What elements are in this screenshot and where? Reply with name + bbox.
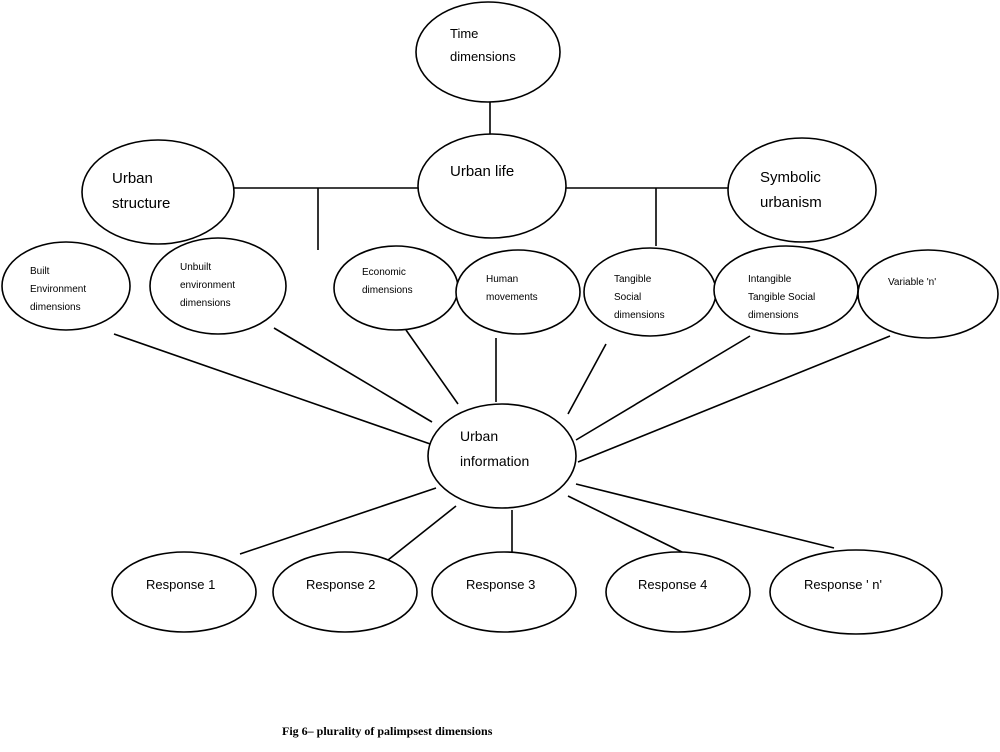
node-symbolic-urbanism: Symbolic urbanism bbox=[727, 137, 877, 243]
connector-built-to-info bbox=[113, 333, 437, 447]
node-urban-life-label: Urban life bbox=[450, 163, 514, 180]
node-urban-structure-label: Urban structure bbox=[112, 170, 170, 212]
node-variable-n-label: Variable 'n' bbox=[888, 277, 936, 288]
node-response-3-label: Response 3 bbox=[466, 577, 535, 592]
node-response-2-label: Response 2 bbox=[306, 577, 375, 592]
connector-tangible-to-info bbox=[567, 343, 607, 415]
node-urban-structure: Urban structure bbox=[81, 139, 235, 245]
node-intangible-social-label: Intangible Tangible Social dimensions bbox=[748, 274, 818, 321]
connector-economic-to-info bbox=[405, 329, 459, 405]
node-built-environment-label: Built Environment dimensions bbox=[30, 266, 89, 313]
connector-unbuilt-to-info bbox=[273, 327, 433, 423]
node-response-1: Response 1 bbox=[111, 551, 257, 633]
node-economic-dimensions-label: Economic dimensions bbox=[362, 267, 413, 296]
node-response-4: Response 4 bbox=[605, 551, 751, 633]
connector-intangible-to-info bbox=[575, 335, 751, 441]
connector-info-to-response-2 bbox=[387, 505, 457, 561]
node-unbuilt-environment-dimensions: Unbuilt environment dimensions bbox=[149, 237, 287, 335]
node-response-n-label: Response ' n' bbox=[804, 577, 882, 592]
connector-info-to-response-4 bbox=[567, 495, 687, 555]
figure-caption: Fig 6– plurality of palimpsest dimension… bbox=[282, 724, 493, 738]
node-human-movements: Human movements bbox=[455, 249, 581, 335]
node-human-movements-label: Human movements bbox=[486, 274, 538, 303]
node-response-4-label: Response 4 bbox=[638, 577, 707, 592]
node-built-environment-dimensions: Built Environment dimensions bbox=[1, 241, 131, 331]
node-tangible-social-dimensions: Tangible Social dimensions bbox=[583, 247, 717, 337]
node-variable-n: Variable 'n' bbox=[857, 249, 999, 339]
node-response-2: Response 2 bbox=[272, 551, 418, 633]
node-urban-information: Urban information bbox=[427, 403, 577, 509]
node-time-dimensions: Time dimensions bbox=[415, 1, 561, 103]
node-tangible-social-label: Tangible Social dimensions bbox=[614, 274, 665, 321]
node-urban-life: Urban life bbox=[417, 133, 567, 239]
connector-info-to-response-n bbox=[575, 483, 835, 549]
node-urban-information-label: Urban information bbox=[460, 428, 529, 469]
node-unbuilt-environment-label: Unbuilt environment dimensions bbox=[180, 262, 238, 309]
node-symbolic-urbanism-label: Symbolic urbanism bbox=[760, 169, 825, 211]
connectors bbox=[113, 102, 891, 561]
connector-variable-to-info bbox=[577, 335, 891, 463]
node-economic-dimensions: Economic dimensions bbox=[333, 245, 459, 331]
node-response-1-label: Response 1 bbox=[146, 577, 215, 592]
node-time-dimensions-label: Time dimensions bbox=[450, 26, 516, 64]
node-intangible-tangible-social-dimensions: Intangible Tangible Social dimensions bbox=[713, 245, 859, 335]
node-response-3: Response 3 bbox=[431, 551, 577, 633]
connector-info-to-response-1 bbox=[239, 487, 437, 555]
node-response-n: Response ' n' bbox=[769, 549, 943, 635]
